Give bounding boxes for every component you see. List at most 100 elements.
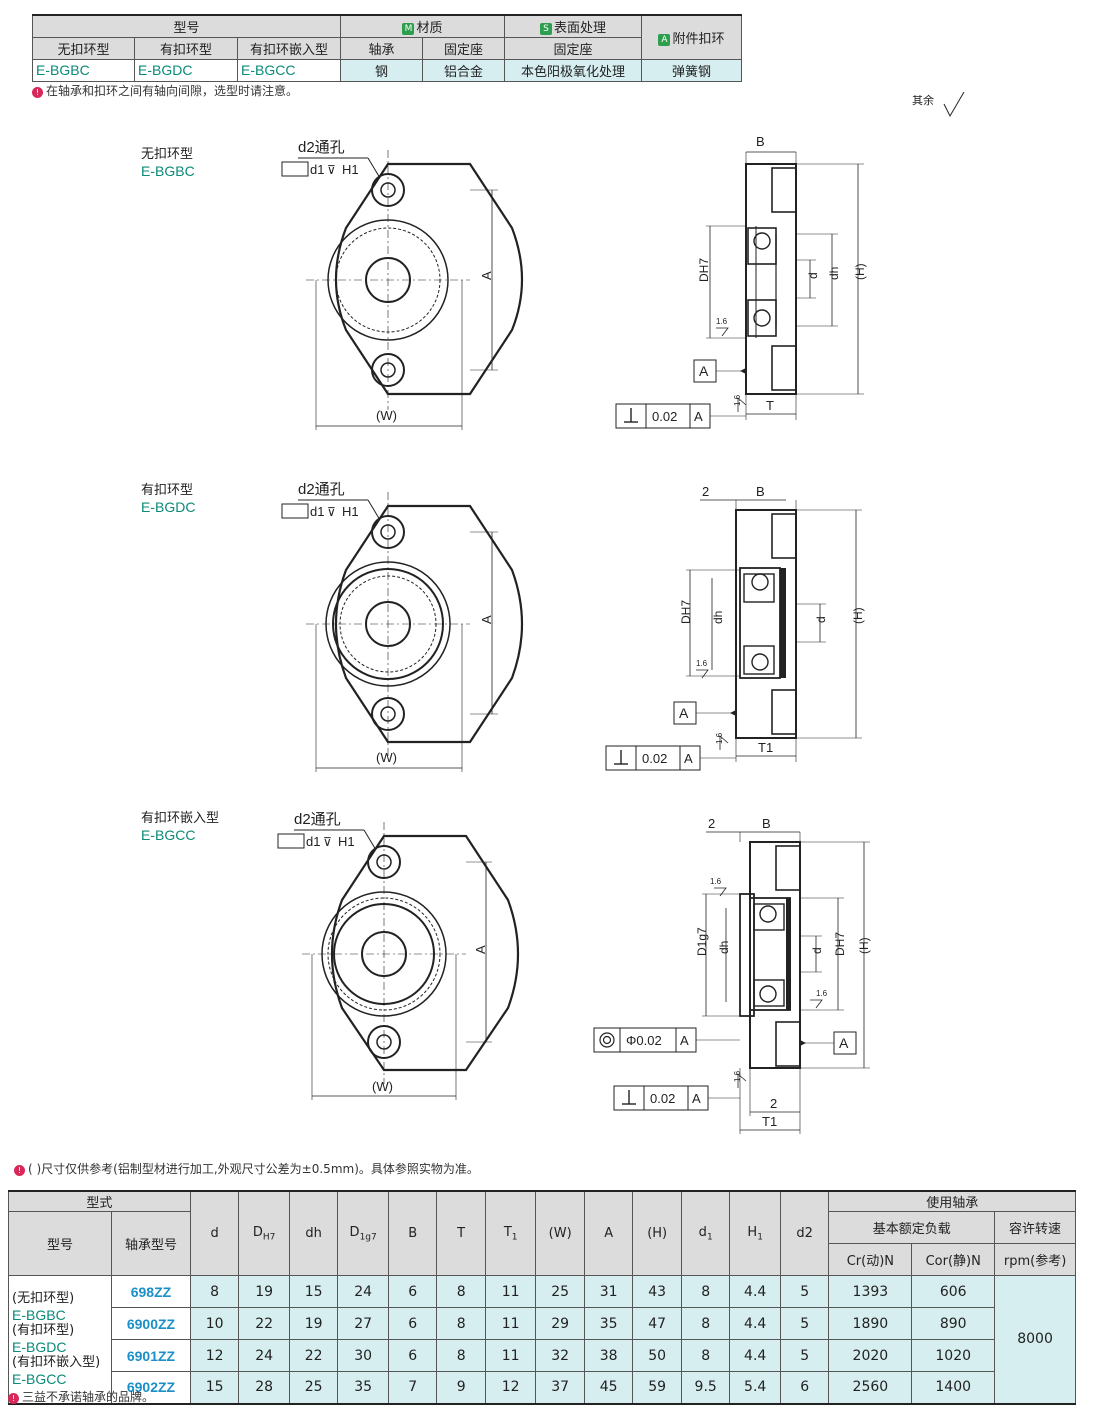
svg-text:DH7: DH7 bbox=[679, 600, 693, 624]
svg-text:⊽: ⊽ bbox=[327, 163, 336, 177]
svg-text:(W): (W) bbox=[376, 408, 397, 423]
spec-material: 弹簧钢 bbox=[641, 58, 742, 82]
rated-load-header: 基本额定负载 bbox=[828, 1211, 996, 1244]
type-label: 有扣环型 bbox=[141, 483, 194, 498]
spec-sub-header: 轴承 bbox=[340, 36, 423, 60]
svg-text:d2通孔: d2通孔 bbox=[294, 811, 341, 828]
svg-text:1.6: 1.6 bbox=[716, 317, 728, 326]
bearing-no: 6902ZZ bbox=[111, 1371, 191, 1405]
svg-text:⊽: ⊽ bbox=[327, 505, 336, 519]
svg-text:1.6: 1.6 bbox=[816, 989, 828, 998]
svg-text:A: A bbox=[479, 615, 494, 624]
svg-text:D1g7: D1g7 bbox=[695, 927, 709, 956]
svg-text:DH7: DH7 bbox=[697, 258, 711, 282]
type-label-block: 无扣环型 E-BGBC bbox=[141, 146, 195, 180]
svg-text:A: A bbox=[699, 363, 709, 379]
spec-material: 钢 bbox=[340, 58, 423, 82]
svg-text:d2通孔: d2通孔 bbox=[298, 139, 345, 156]
svg-text:d2通孔: d2通孔 bbox=[298, 481, 345, 498]
svg-text:d1: d1 bbox=[310, 504, 324, 519]
spec-code: E-BGBC bbox=[32, 58, 135, 82]
type-cell: (无扣环型) E-BGBC (有扣环型) E-BGDC (有扣环嵌入型) E-B… bbox=[7, 1275, 113, 1405]
svg-text:2: 2 bbox=[770, 1096, 777, 1111]
spec-material: 铝合金 bbox=[422, 58, 505, 82]
svg-text:0.02: 0.02 bbox=[652, 409, 677, 424]
column-header: DH7 bbox=[238, 1190, 290, 1276]
svg-text:A: A bbox=[479, 271, 494, 280]
svg-text:T1: T1 bbox=[762, 1114, 777, 1129]
svg-text:dh: dh bbox=[711, 611, 725, 624]
table-row: (无扣环型) E-BGBC (有扣环型) E-BGDC (有扣环嵌入型) E-B… bbox=[7, 1275, 1076, 1405]
bearing-no: 698ZZ bbox=[111, 1275, 191, 1308]
svg-text:DH7: DH7 bbox=[833, 932, 847, 956]
svg-text:B: B bbox=[756, 484, 765, 499]
type-label-block: 有扣环嵌入型 E-BGCC bbox=[141, 810, 219, 844]
spec-sub-header: 有扣环型 bbox=[134, 36, 238, 60]
svg-text:(W): (W) bbox=[376, 750, 397, 765]
rpm-value: 8000 bbox=[994, 1275, 1076, 1405]
dimension-table: 型式 d DH7 dh D1g7 B T T1 (W) A (H) d1 H1 … bbox=[7, 1190, 1076, 1405]
front-view-drawing: d2通孔 d1 ⊽ H1 A (W) bbox=[281, 139, 524, 430]
cor-header: Cor(静)N bbox=[911, 1243, 996, 1276]
svg-text:1.6: 1.6 bbox=[710, 877, 722, 886]
svg-text:A: A bbox=[679, 705, 689, 721]
svg-text:(H): (H) bbox=[851, 607, 865, 624]
attachment-badge-icon: A bbox=[658, 33, 671, 46]
type-code: E-BGDC bbox=[141, 499, 196, 515]
svg-text:d: d bbox=[814, 616, 828, 623]
surface-badge-icon: S bbox=[539, 22, 552, 35]
svg-text:1.6: 1.6 bbox=[715, 732, 724, 744]
type-code: E-BGBC bbox=[141, 163, 195, 179]
note-top: !在轴承和扣环之间有轴向间隙，选型时请注意。 bbox=[32, 82, 298, 99]
model-header: 型号 bbox=[7, 1211, 113, 1276]
svg-text:B: B bbox=[762, 816, 771, 831]
column-header: (H) bbox=[632, 1190, 682, 1276]
bearing-no: 6900ZZ bbox=[111, 1307, 191, 1340]
type-label: 无扣环型 bbox=[141, 147, 194, 162]
bearing-no-header: 轴承型号 bbox=[111, 1211, 191, 1276]
column-header: D1g7 bbox=[337, 1190, 389, 1276]
warning-icon: ! bbox=[14, 1165, 25, 1176]
use-bearing-header: 使用轴承 bbox=[828, 1190, 1076, 1212]
column-header: B bbox=[387, 1190, 438, 1276]
spec-sub-header: 固定座 bbox=[422, 36, 505, 60]
svg-text:A: A bbox=[473, 945, 488, 954]
svg-text:2: 2 bbox=[702, 484, 709, 499]
column-header: T1 bbox=[484, 1190, 537, 1276]
front-view-drawing: d2通孔 d1 ⊽ H1 A (W) bbox=[281, 481, 524, 772]
svg-text:1.6: 1.6 bbox=[696, 659, 708, 668]
svg-text:2: 2 bbox=[708, 816, 715, 831]
svg-text:A: A bbox=[684, 751, 693, 766]
cr-header: Cr(动)N bbox=[828, 1243, 913, 1276]
svg-text:H1: H1 bbox=[342, 162, 359, 177]
svg-text:Φ0.02: Φ0.02 bbox=[626, 1033, 662, 1048]
svg-text:A: A bbox=[680, 1033, 689, 1048]
column-header: (W) bbox=[535, 1190, 585, 1276]
svg-text:d: d bbox=[806, 272, 820, 279]
type-label-block: 有扣环型 E-BGDC bbox=[141, 482, 195, 516]
spec-sub-header: 无扣环型 bbox=[32, 36, 135, 60]
side-view-drawing: 2 B DH7 dh d (H) 1.6 A 1.6 T1 0.02 A bbox=[605, 484, 865, 771]
rpm-header: rpm(参考) bbox=[994, 1243, 1076, 1276]
front-view-drawing: d2通孔 d1 ⊽ H1 A (W) bbox=[277, 811, 520, 1100]
column-header: H1 bbox=[729, 1190, 781, 1276]
svg-text:⊽: ⊽ bbox=[323, 835, 332, 849]
type-label: 有扣环嵌入型 bbox=[141, 811, 220, 826]
column-header: d1 bbox=[680, 1190, 731, 1276]
svg-text:T: T bbox=[766, 398, 774, 413]
column-header: d2 bbox=[779, 1190, 830, 1276]
speed-header: 容许转速 bbox=[994, 1211, 1076, 1244]
form-header: 型式 bbox=[8, 1190, 191, 1212]
svg-text:d: d bbox=[810, 947, 824, 954]
svg-text:1.6: 1.6 bbox=[733, 394, 742, 406]
svg-text:(H): (H) bbox=[853, 263, 867, 280]
spec-sub-header: 固定座 bbox=[504, 36, 642, 60]
svg-text:d1: d1 bbox=[306, 834, 320, 849]
note-mid: !( )尺寸仅供参考(铝制型材进行加工,外观尺寸公差为±0.5mm)。具体参照实… bbox=[14, 1160, 479, 1177]
